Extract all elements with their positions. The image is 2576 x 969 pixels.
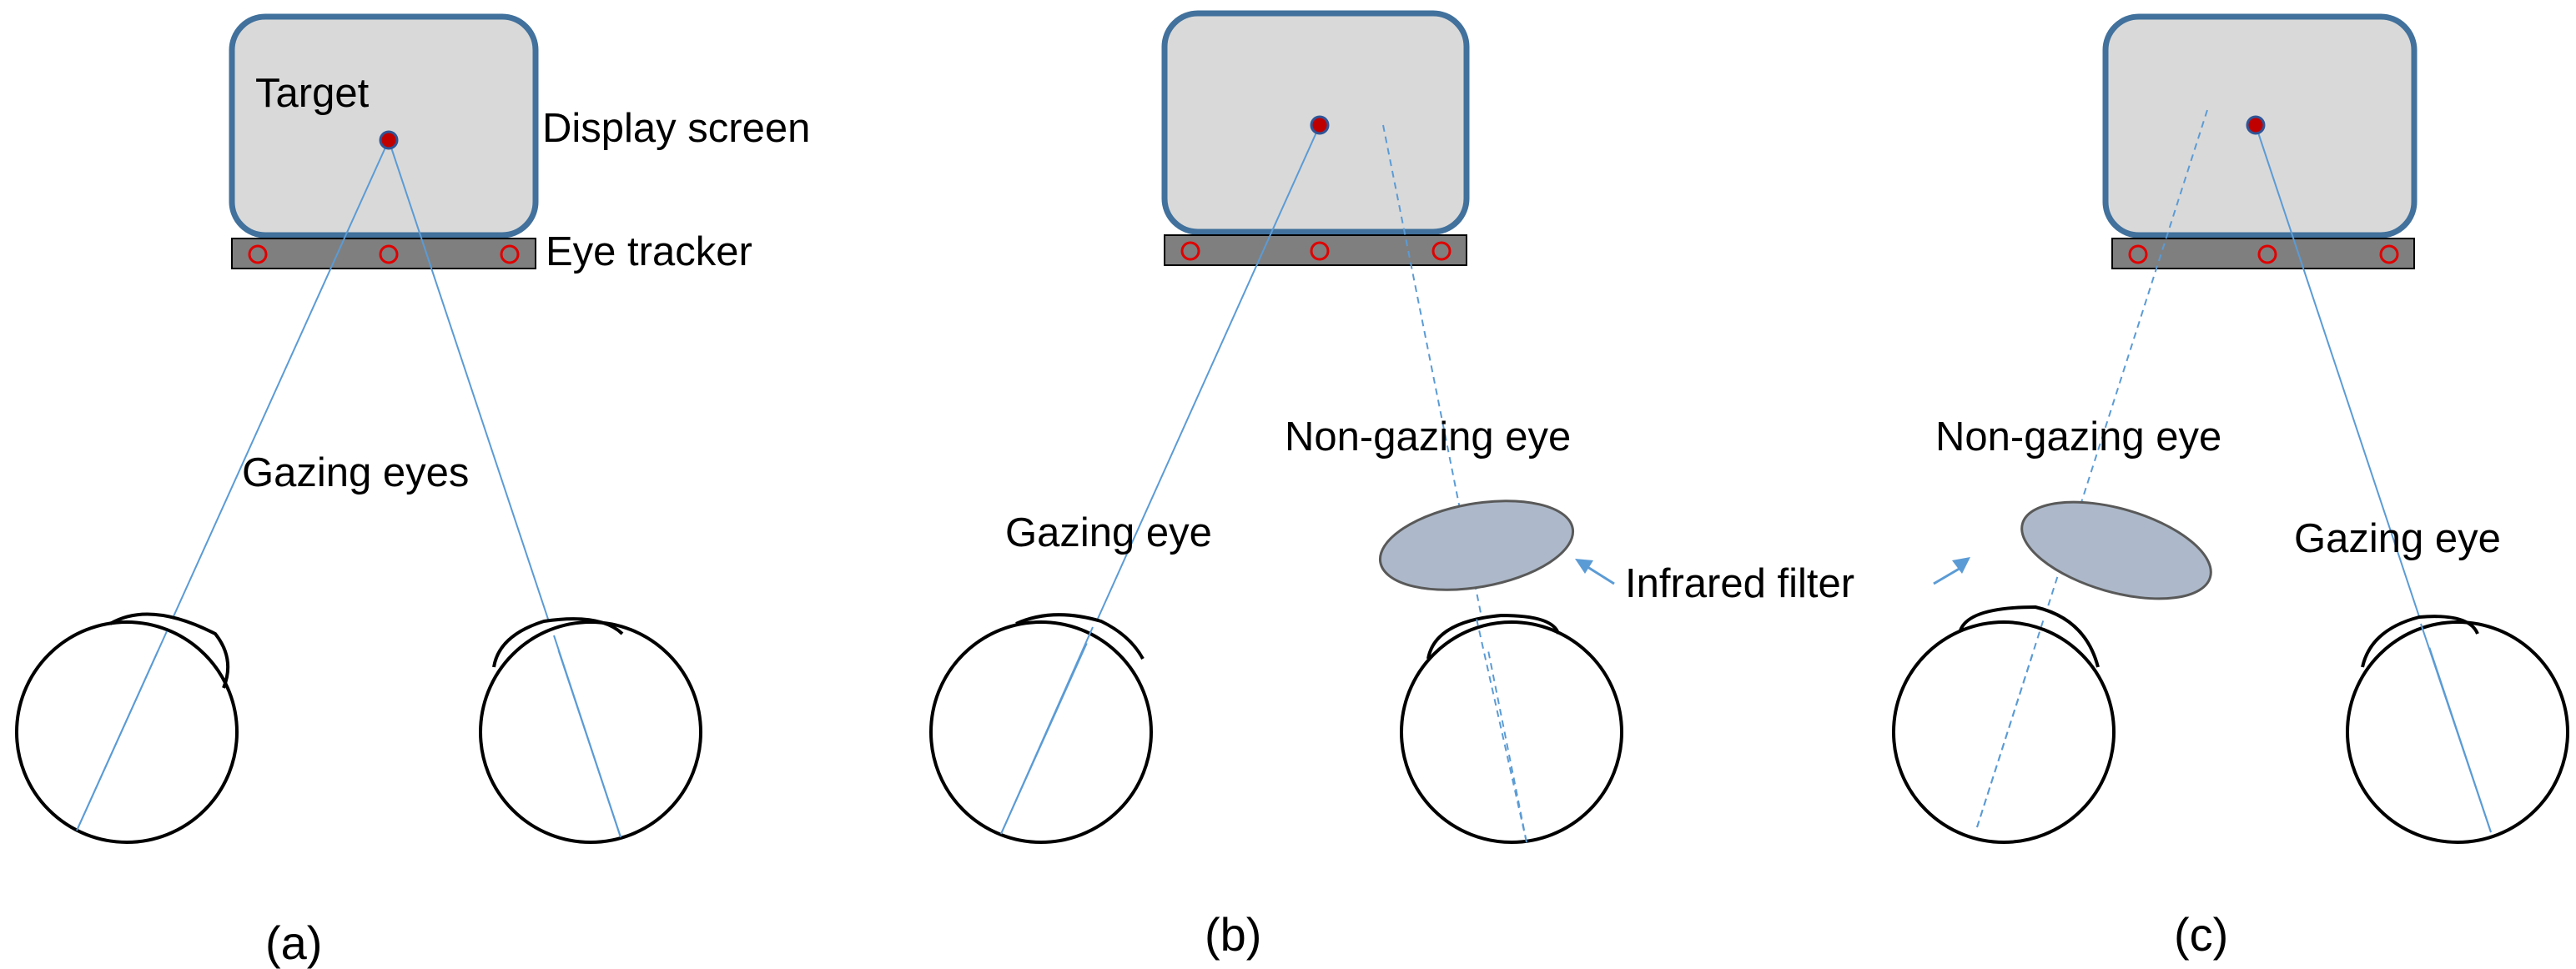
infrared-filter bbox=[2020, 500, 2212, 600]
tracker-led bbox=[2379, 244, 2399, 264]
caption-a: (a) bbox=[265, 916, 322, 969]
tracker-led bbox=[500, 244, 520, 264]
non-gaze-line bbox=[1382, 124, 1527, 843]
gazing-eye-label: Gazing eye bbox=[2294, 516, 2501, 561]
left-eye bbox=[15, 612, 239, 844]
tracker-led bbox=[1310, 241, 1330, 261]
infrared-filter bbox=[1378, 500, 1575, 591]
filter-arrow bbox=[1584, 564, 1615, 585]
panel-c: Non-gazing eye Gazing eye (c) bbox=[1892, 13, 2569, 961]
infrared-filter-label: Infrared filter bbox=[1625, 561, 1854, 606]
filter-arrow bbox=[1933, 565, 1963, 585]
non-gazing-eye-label: Non-gazing eye bbox=[1935, 414, 2221, 459]
eye-tracker bbox=[2111, 238, 2415, 269]
gazing-eye bbox=[2346, 615, 2569, 844]
eye-tracker-label: Eye tracker bbox=[546, 229, 752, 274]
eye-tracker bbox=[1164, 234, 1467, 266]
panel-b: Non-gazing eye Gazing eye Infrared filte… bbox=[929, 10, 1854, 961]
target-dot bbox=[2246, 115, 2266, 135]
non-gazing-eye-label: Non-gazing eye bbox=[1285, 414, 1571, 459]
right-eye bbox=[479, 617, 702, 844]
filter-arrow-head bbox=[1952, 557, 1970, 574]
tracker-led bbox=[2128, 244, 2148, 264]
tracker-led bbox=[2257, 244, 2277, 264]
gazing-eye bbox=[929, 613, 1153, 844]
tracker-led bbox=[248, 244, 268, 264]
caption-c: (c) bbox=[2174, 908, 2228, 961]
panel-a: Target Display screen Eye tracker Gazing… bbox=[15, 13, 810, 969]
caption-b: (b) bbox=[1205, 908, 1261, 961]
tracker-led bbox=[1180, 241, 1200, 261]
non-gazing-eye bbox=[1892, 605, 2116, 844]
non-gazing-eye bbox=[1400, 613, 1623, 844]
gazing-eyes-label: Gazing eyes bbox=[242, 450, 469, 495]
tracker-led bbox=[1431, 241, 1452, 261]
non-gaze-line bbox=[1976, 109, 2208, 828]
target-dot bbox=[379, 130, 399, 150]
eye-tracker bbox=[231, 238, 536, 269]
tracker-led bbox=[379, 244, 399, 264]
gazing-eye-label: Gazing eye bbox=[1005, 510, 1212, 555]
display-screen-label: Display screen bbox=[542, 106, 810, 151]
filter-arrow-head bbox=[1575, 559, 1593, 574]
target-dot bbox=[1310, 115, 1330, 135]
display-screen bbox=[229, 13, 539, 238]
target-label: Target bbox=[255, 71, 370, 116]
